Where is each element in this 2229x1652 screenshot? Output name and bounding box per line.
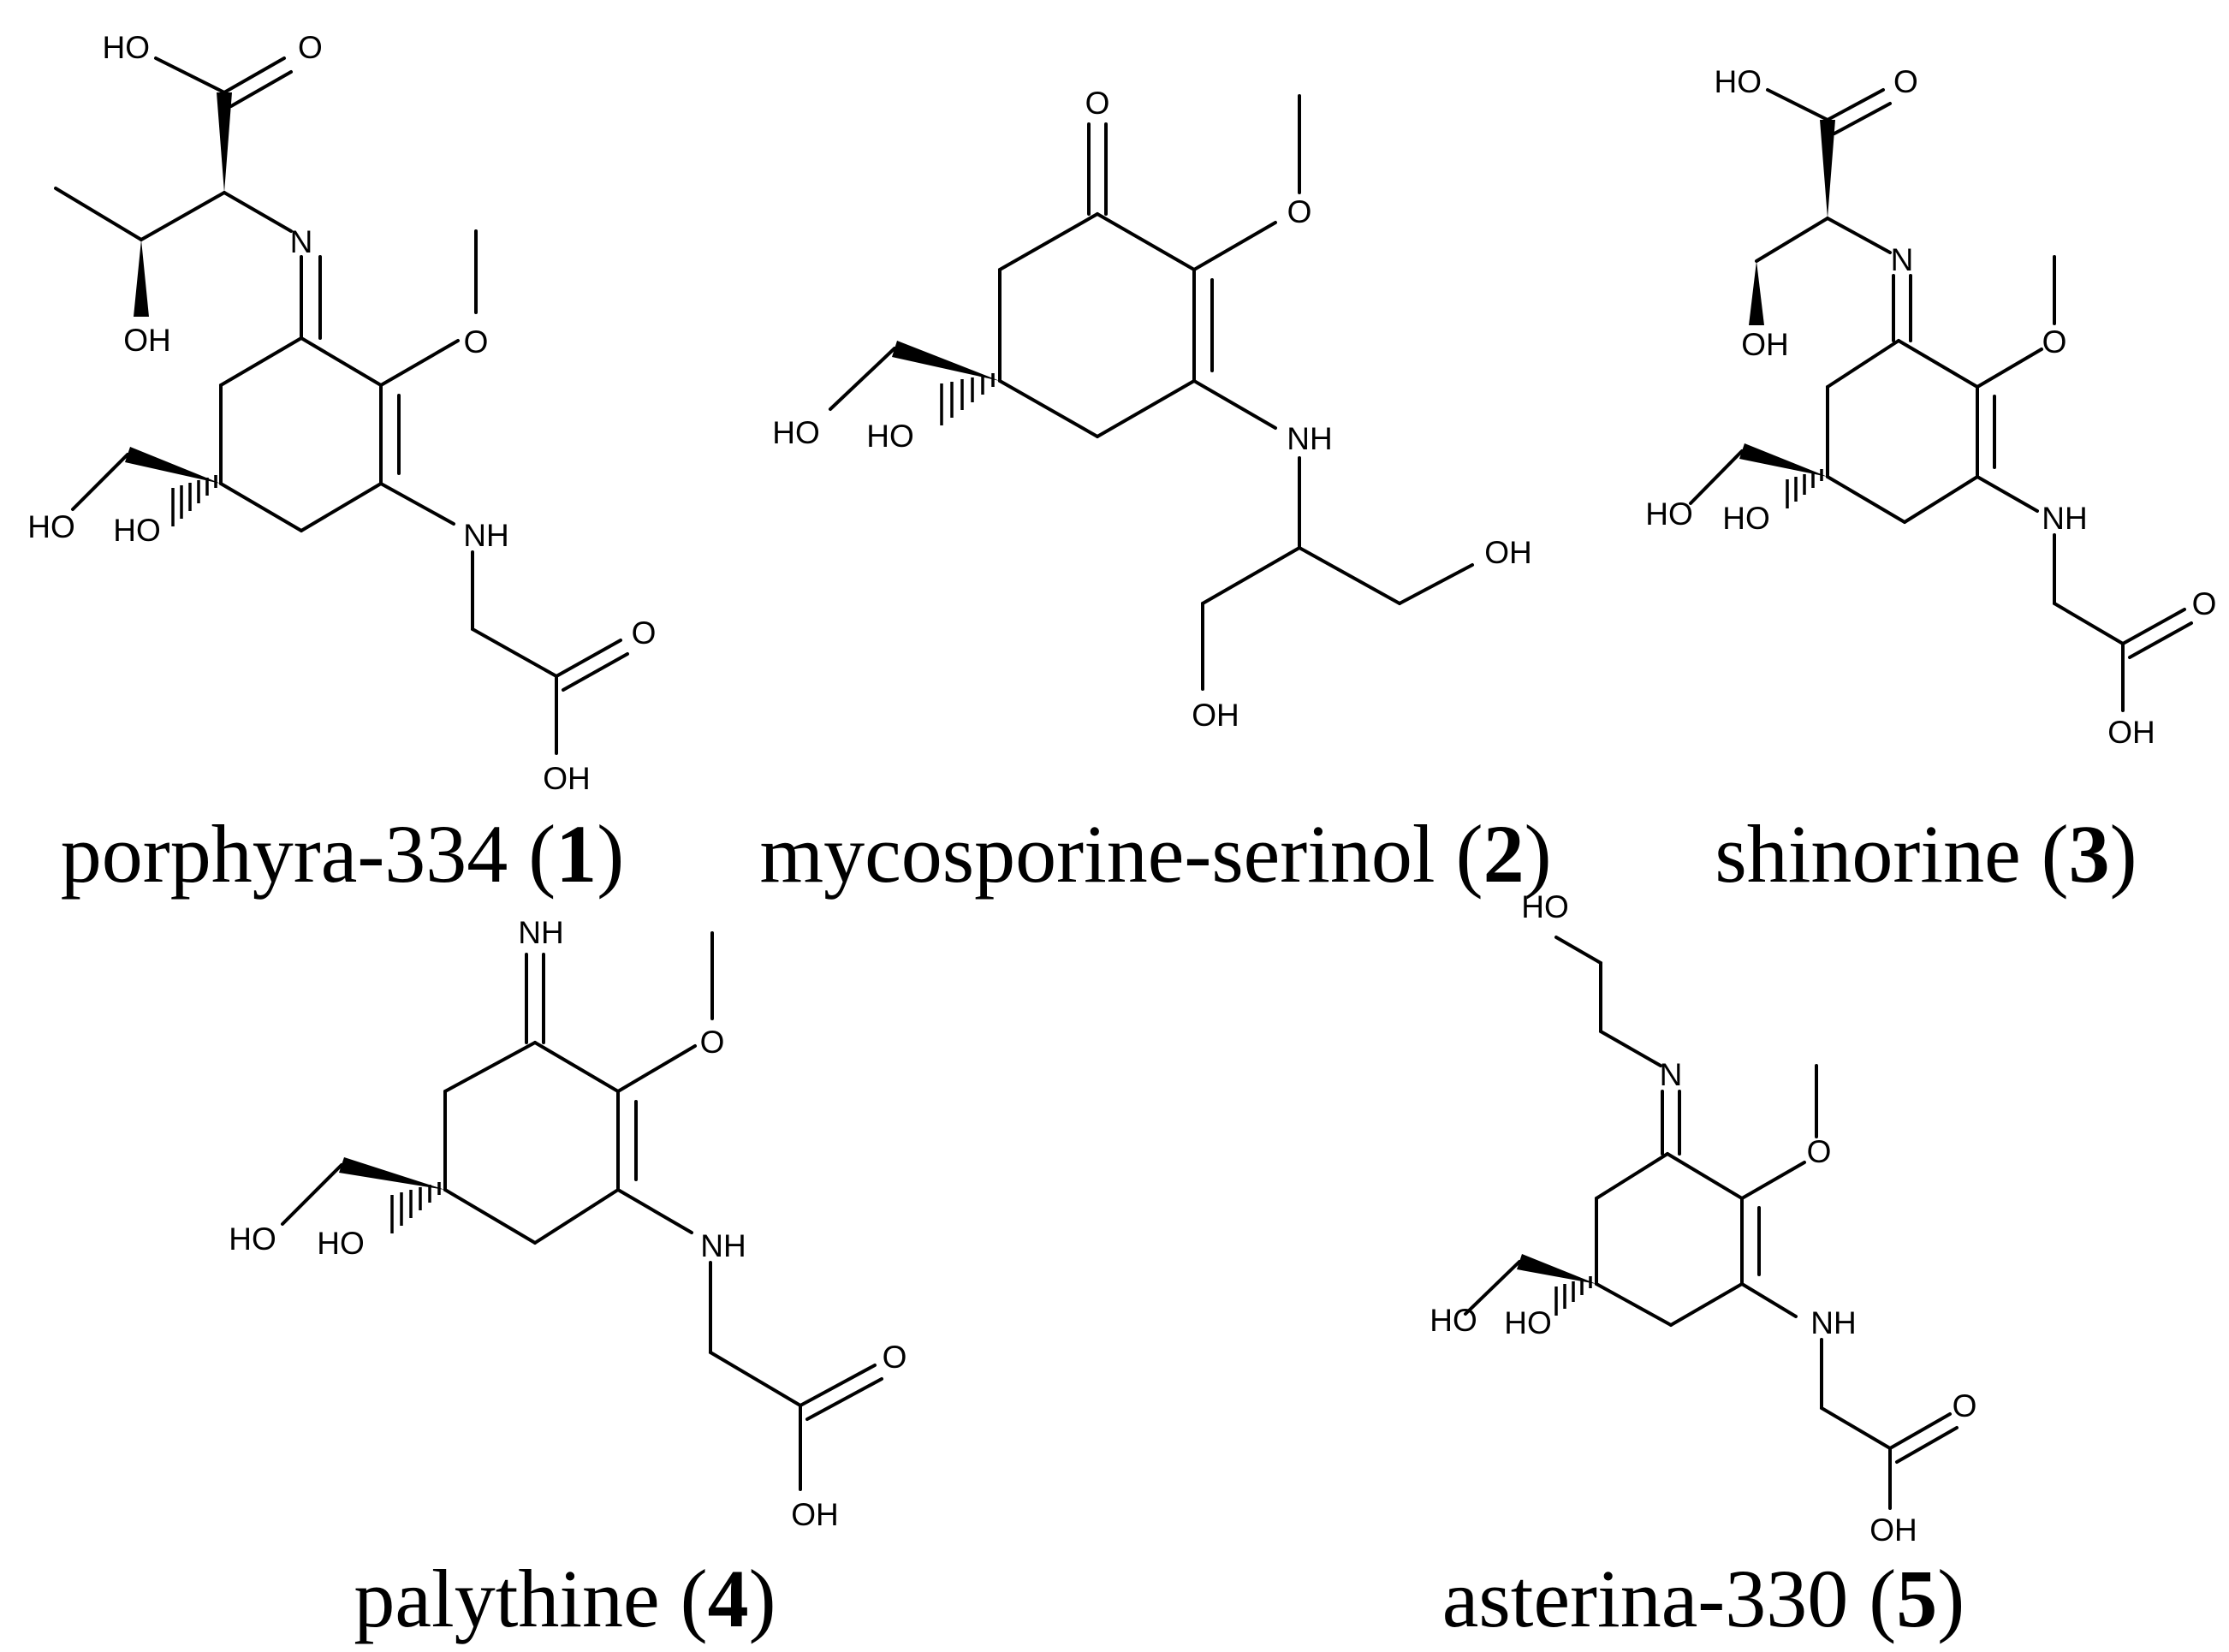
- atom-label: HO: [229, 1221, 276, 1257]
- atom-label: HO: [317, 1226, 365, 1261]
- atom-label: O: [883, 1340, 907, 1375]
- atom-label: NH: [463, 518, 508, 553]
- atom-label: NH: [1810, 1305, 1856, 1340]
- atom-label: HO: [1521, 889, 1569, 924]
- atom-label: HO: [27, 509, 75, 544]
- atom-label: HO: [866, 419, 914, 454]
- atom-label: HO: [1504, 1305, 1552, 1340]
- caption-palythine: palythine (4): [354, 1553, 776, 1644]
- atom-label: HO: [1645, 496, 1693, 532]
- atom-label: NH: [700, 1228, 746, 1263]
- atom-label: OH: [1741, 327, 1789, 362]
- caption-number: 5: [1896, 1553, 1937, 1644]
- structure-palythine: NH O NH O OH HO HO: [229, 915, 906, 1532]
- atom-label: NH: [518, 915, 563, 950]
- atom-label: OH: [2107, 715, 2155, 750]
- caption-number: 4: [708, 1553, 749, 1644]
- atom-label: OH: [1192, 698, 1239, 733]
- caption-number: 1: [556, 808, 597, 900]
- atom-label: NH: [2042, 501, 2087, 536]
- atom-label: N: [1891, 242, 1914, 277]
- atom-label: OH: [543, 761, 591, 796]
- atom-label: O: [700, 1025, 725, 1060]
- atom-label: NH: [1287, 421, 1332, 456]
- atom-label: OH: [123, 323, 171, 358]
- caption-shinorine: shinorine (3): [1715, 808, 2137, 900]
- caption-asterina-330: asterina-330 (5): [1442, 1553, 1964, 1644]
- atom-label: HO: [1715, 64, 1762, 99]
- caption-number: 3: [2069, 808, 2110, 900]
- atom-label: N: [1660, 1057, 1683, 1092]
- atom-label: O: [1287, 194, 1312, 229]
- atom-label: O: [632, 615, 657, 651]
- caption-number: 2: [1483, 808, 1525, 900]
- caption-name: asterina-330: [1442, 1553, 1848, 1644]
- atom-label: HO: [1722, 501, 1770, 536]
- atom-label: O: [464, 324, 489, 360]
- atom-label: OH: [1484, 535, 1532, 570]
- caption-porphyra-334: porphyra-334 (1): [61, 808, 624, 900]
- atom-label: OH: [791, 1497, 839, 1532]
- atom-label: HO: [113, 513, 161, 548]
- caption-name: palythine: [354, 1553, 659, 1644]
- atom-label: O: [1953, 1388, 1977, 1423]
- atom-label: O: [2042, 324, 2067, 360]
- caption-name: mycosporine-serinol: [759, 808, 1435, 900]
- structure-asterina-330: HO N O NH O OH HO HO: [1430, 889, 1976, 1548]
- structure-mycosporine-serinol: O O NH OH OH HO HO: [772, 86, 1532, 733]
- atom-label: O: [298, 30, 323, 65]
- caption-name: porphyra-334: [61, 808, 508, 900]
- caption-name: shinorine: [1715, 808, 2020, 900]
- structure-shinorine: HO O N OH O NH O OH HO HO: [1645, 64, 2216, 750]
- structure-porphyra-334: HO O N OH O NH O OH HO HO: [27, 30, 656, 796]
- atom-label: HO: [1430, 1303, 1477, 1338]
- atom-label: O: [2192, 586, 2217, 621]
- atom-label: O: [1893, 64, 1918, 99]
- atom-label: OH: [1869, 1512, 1917, 1548]
- atom-label: O: [1085, 86, 1110, 121]
- atom-label: HO: [103, 30, 151, 65]
- atom-label: HO: [772, 415, 820, 450]
- caption-mycosporine-serinol: mycosporine-serinol (2): [759, 808, 1551, 900]
- atom-label: N: [290, 224, 313, 259]
- atom-label: O: [1807, 1134, 1832, 1169]
